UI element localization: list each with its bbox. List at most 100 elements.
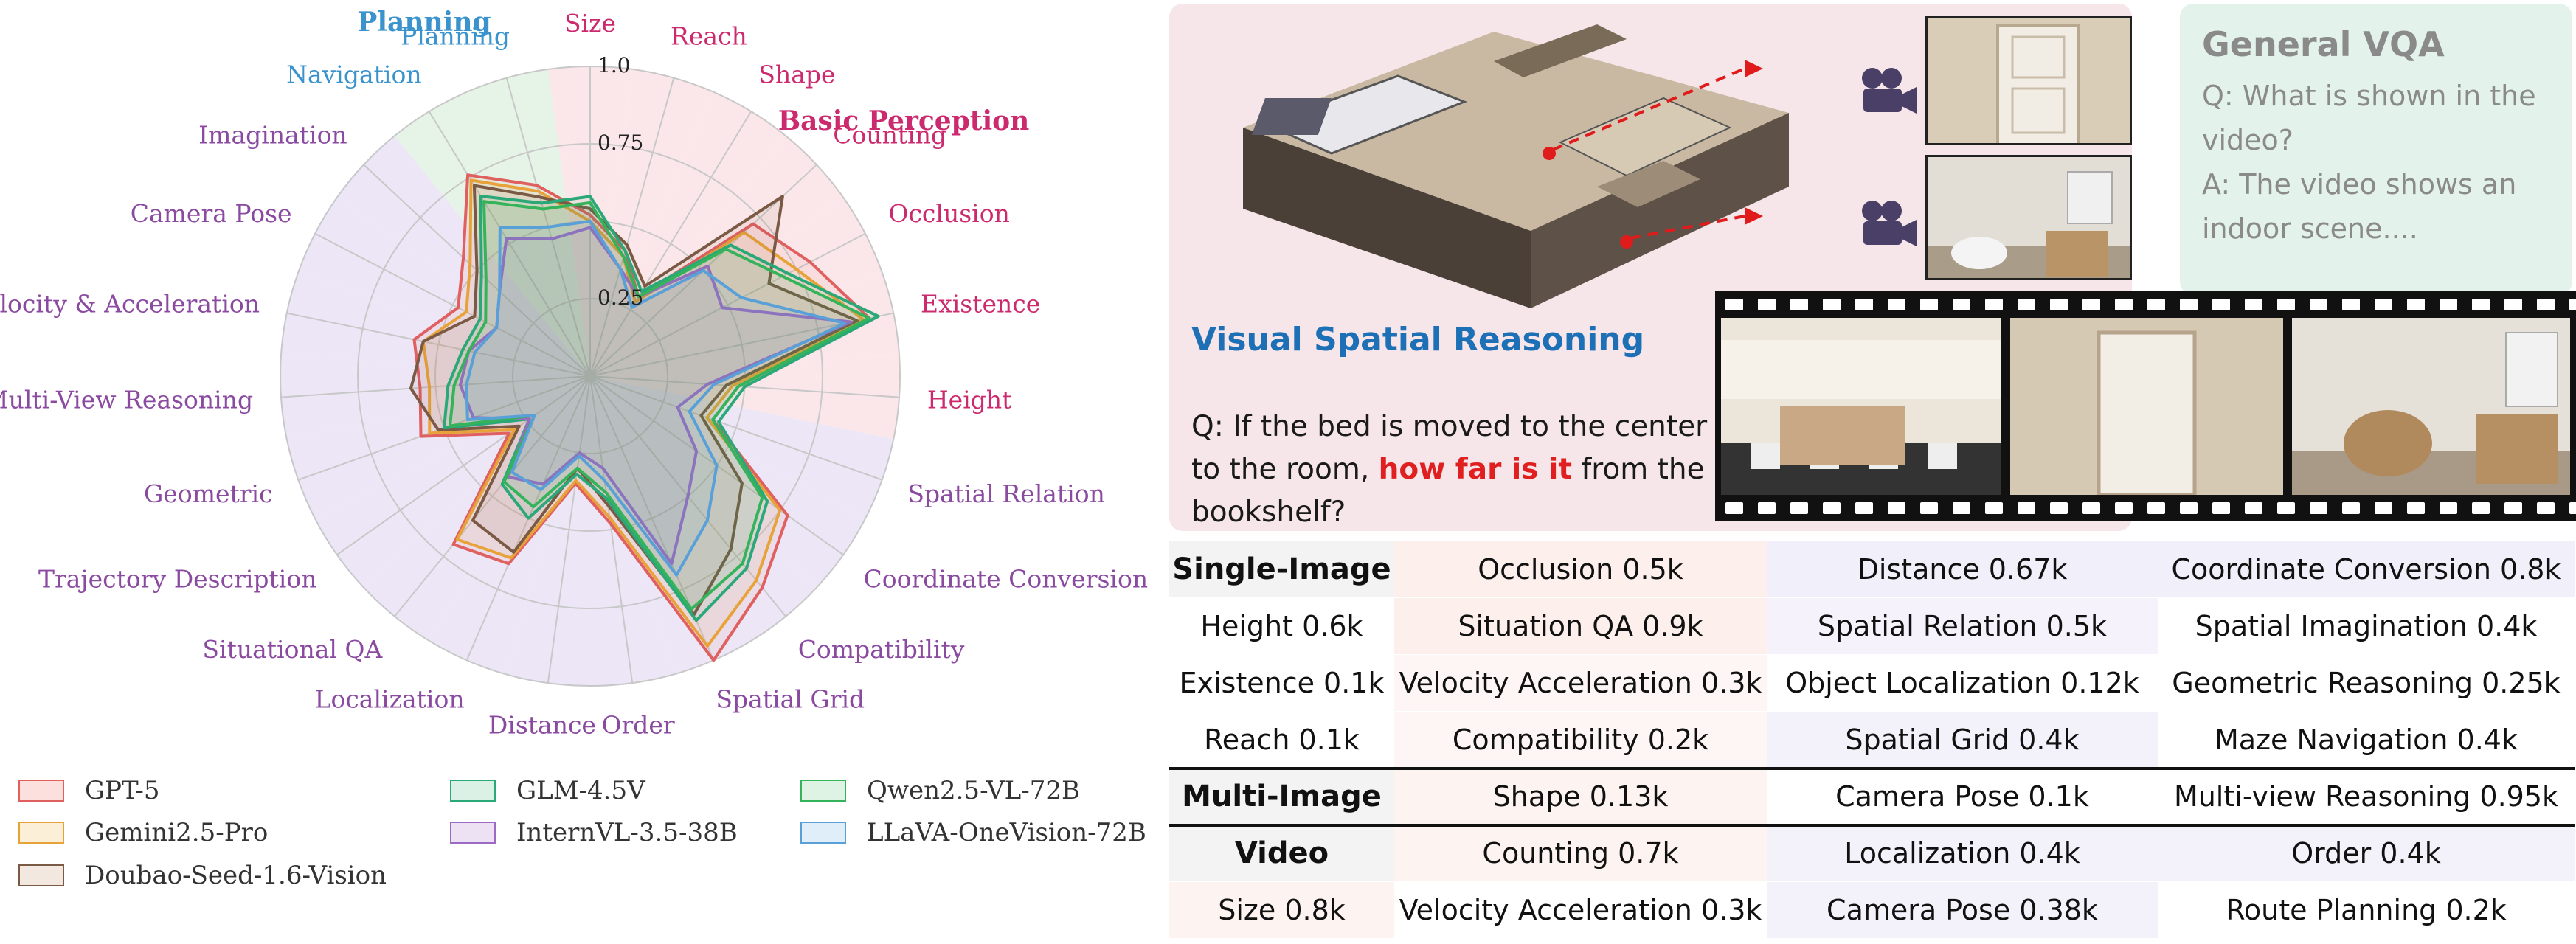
- grid-spoke: [589, 232, 866, 377]
- legend-label: GLM-4.5V: [516, 776, 645, 805]
- series-llava-onevision-72b: [465, 220, 847, 577]
- film-perforation: [2504, 502, 2522, 514]
- wedge-distance: [506, 376, 590, 687]
- table-cell: Existence 0.1k: [1169, 655, 1394, 711]
- table-cell: Height 0.6k: [1169, 598, 1394, 654]
- table-cell: Multi-view Reasoning 0.95k: [2158, 768, 2575, 825]
- legend-swatch: [450, 780, 496, 802]
- legend-label: LLaVA-OneVision-72B: [867, 818, 1146, 847]
- axis-label: Existence: [921, 290, 1040, 319]
- axis-label: Geometric: [144, 479, 273, 508]
- axis-label: Occlusion: [888, 199, 1009, 228]
- axis-label: Compatibility: [798, 635, 965, 664]
- table-divider: [1169, 767, 2575, 770]
- room-3d-scene-image: [1243, 24, 1789, 308]
- film-perforation: [2342, 502, 2360, 514]
- axis-label: Order: [601, 711, 674, 740]
- film-perforation: [2375, 502, 2392, 514]
- film-perforation: [1725, 299, 1743, 310]
- legend-swatch: [800, 822, 846, 844]
- grid-spoke: [314, 232, 591, 377]
- wedge-localization: [429, 376, 590, 675]
- film-perforation: [1758, 502, 1776, 514]
- wedge-spatial-grid: [590, 376, 752, 675]
- legend-swatch: [18, 822, 64, 844]
- axis-label: Spatial Relation: [907, 479, 1104, 508]
- legend-swatch: [18, 780, 64, 802]
- table-cell: Camera Pose 0.1k: [1767, 768, 2158, 825]
- doorway-thumbnail: [1925, 16, 2132, 145]
- wedge-planning: [466, 69, 590, 377]
- axis-label: Imagination: [198, 121, 347, 150]
- table-cell: Compatibility 0.2k: [1394, 712, 1767, 768]
- table-cell: Velocity Acceleration 0.3k: [1394, 882, 1767, 938]
- legend-label: Doubao-Seed-1.6-Vision: [85, 861, 387, 890]
- film-perforation: [1953, 299, 1970, 310]
- legend-swatch: [18, 864, 64, 886]
- group-label: Planning: [357, 7, 491, 38]
- grid-spoke: [589, 375, 634, 684]
- film-perforation: [2310, 299, 2327, 310]
- vsr-question-highlight: how far is it: [1378, 453, 1573, 486]
- table-cell: Object Localization 0.12k: [1767, 655, 2158, 711]
- film-perforation: [1758, 299, 1776, 310]
- legend-label: GPT-5: [85, 776, 160, 805]
- film-perforation: [2537, 502, 2555, 514]
- film-perforation: [1790, 502, 1808, 514]
- table-cell: Localization 0.4k: [1767, 825, 2158, 881]
- wedge-coordinate-conversion: [590, 376, 865, 588]
- film-perforation: [2342, 299, 2360, 310]
- axis-label: Camera Pose: [131, 199, 292, 228]
- film-perforation: [1823, 299, 1841, 310]
- axis-label: Multi-View Reasoning: [0, 386, 253, 414]
- film-perforation: [1888, 502, 1905, 514]
- wedge-geometric: [286, 376, 590, 519]
- film-perforation: [1985, 299, 2003, 310]
- film-perforation: [1790, 299, 1808, 310]
- axis-label: Coordinate Conversion: [864, 565, 1149, 594]
- grid-spoke: [280, 375, 591, 398]
- film-perforation: [2504, 299, 2522, 310]
- table-cell: Size 0.8k: [1169, 882, 1394, 938]
- film-perforation: [2115, 299, 2133, 310]
- axis-label: Localization: [315, 684, 465, 713]
- film-perforation: [2050, 502, 2068, 514]
- film-perforation: [1725, 502, 1743, 514]
- film-perforation: [2082, 299, 2100, 310]
- table-cell: Spatial Grid 0.4k: [1767, 712, 2158, 768]
- legend-item: GLM-4.5V: [450, 774, 645, 807]
- vsr-question-text: Q: If the bed is moved to the center to …: [1191, 410, 1708, 486]
- table-cell: Order 0.4k: [2158, 825, 2575, 881]
- film-perforation: [2440, 299, 2457, 310]
- vqa-answer: A: The video shows an indoor scene....: [2202, 168, 2517, 245]
- general-vqa-panel: General VQA Q: What is shown in the vide…: [2180, 4, 2572, 295]
- wedge-spatial-relation: [590, 376, 894, 519]
- bathroom-thumbnail: [1925, 155, 2132, 280]
- axis-label: Shape: [758, 60, 835, 89]
- table-cell: Reach 0.1k: [1169, 712, 1394, 768]
- table-cell: Occlusion 0.5k: [1394, 541, 1767, 597]
- legend-label: Qwen2.5-VL-72B: [867, 776, 1080, 805]
- film-perforation: [1953, 502, 1970, 514]
- grid-spoke: [589, 111, 752, 377]
- axis-label: Navigation: [286, 60, 421, 89]
- table-cell: Velocity Acceleration 0.3k: [1394, 655, 1767, 711]
- radial-tick-label: 0.25: [598, 285, 643, 310]
- vsr-question: Q: If the bed is moved to the center to …: [1191, 406, 1722, 534]
- film-perforation: [2472, 299, 2490, 310]
- axis-label: Planning: [401, 22, 510, 51]
- wedge-existence: [590, 272, 900, 376]
- film-perforation: [2472, 502, 2490, 514]
- table-divider: [1169, 824, 2575, 827]
- table-cell: Geometric Reasoning 0.25k: [2158, 655, 2575, 711]
- film-perforation: [2569, 299, 2576, 310]
- table-cell: Counting 0.7k: [1394, 825, 1767, 881]
- dataset-overview: Visual Spatial Reasoning Q: If the bed i…: [1166, 0, 2576, 944]
